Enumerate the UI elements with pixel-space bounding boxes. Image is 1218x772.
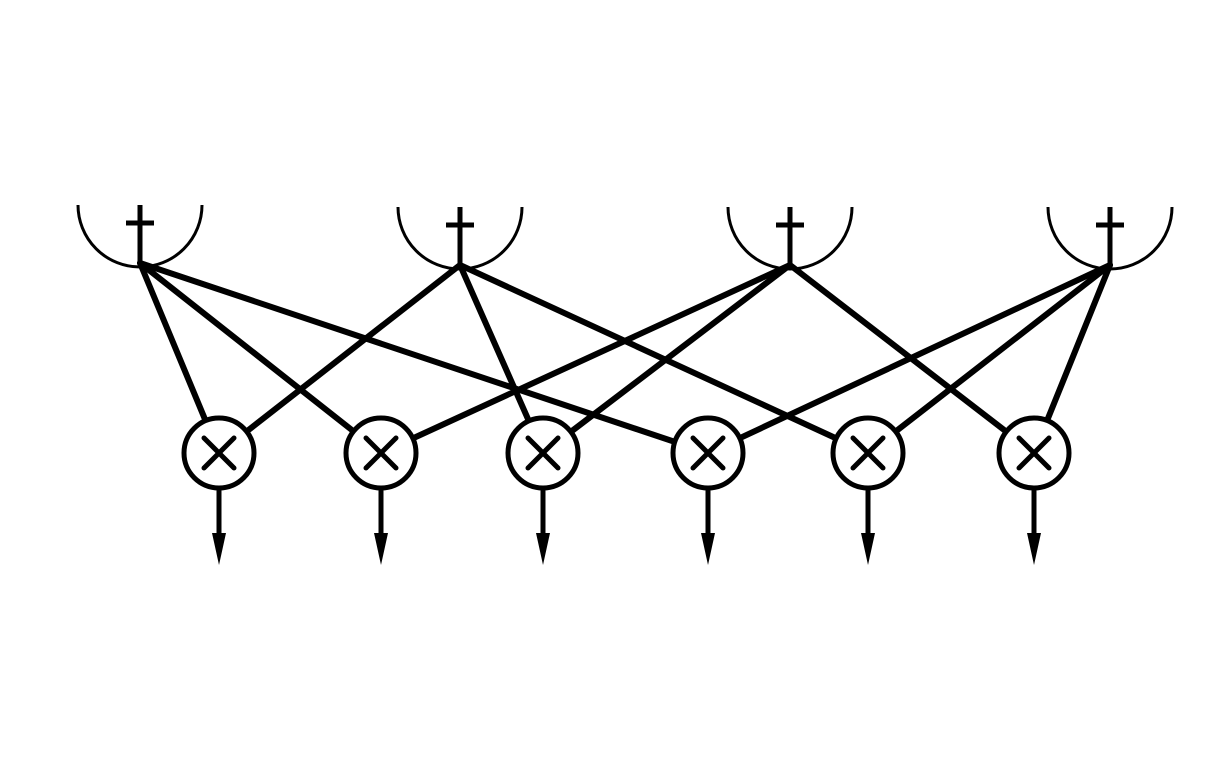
arrow-head <box>861 533 875 565</box>
connection-line-sum-3-prod-3 <box>567 262 793 435</box>
connection-line-sum-3-prod-6 <box>787 262 1010 435</box>
arrow-head <box>1027 533 1041 565</box>
multiply-icon <box>343 415 419 491</box>
plus-icon <box>76 204 204 269</box>
arrow-head <box>536 533 550 565</box>
multiply-icon <box>996 415 1072 491</box>
sum-nodes <box>76 204 1174 271</box>
cross-stroke <box>690 435 726 471</box>
output-arrow-icon <box>374 488 388 565</box>
output-arrows <box>212 488 1041 565</box>
output-arrow-icon <box>861 488 875 565</box>
connection-line-sum-4-prod-6 <box>1044 262 1113 424</box>
cross-stroke <box>363 435 399 471</box>
connection-line-sum-1-prod-4 <box>137 260 678 445</box>
sum-node-arc <box>726 206 854 271</box>
output-arrow-icon <box>212 488 226 565</box>
connection-line-sum-4-prod-4 <box>736 262 1113 442</box>
arrow-head <box>701 533 715 565</box>
plus-icon <box>396 206 524 271</box>
connection-lines <box>137 260 1113 445</box>
multiply-icon <box>830 415 906 491</box>
cross-stroke <box>525 435 561 471</box>
connection-line-sum-4-prod-5 <box>892 262 1113 435</box>
cross-stroke <box>850 435 886 471</box>
sum-node-arc <box>396 206 524 271</box>
connection-line-sum-2-prod-3 <box>457 262 532 424</box>
cross-stroke <box>201 435 237 471</box>
multiply-icon <box>505 415 581 491</box>
sum-node-arc <box>76 204 204 269</box>
output-arrow-icon <box>536 488 550 565</box>
plus-icon <box>726 206 854 271</box>
cross-stroke <box>1016 435 1052 471</box>
arrow-head <box>212 533 226 565</box>
plus-icon <box>1046 206 1174 271</box>
multiply-icon <box>670 415 746 491</box>
output-arrow-icon <box>701 488 715 565</box>
arrow-head <box>374 533 388 565</box>
output-arrow-icon <box>1027 488 1041 565</box>
connection-line-sum-1-prod-2 <box>137 260 357 435</box>
connection-line-sum-2-prod-5 <box>457 262 840 442</box>
connection-line-sum-3-prod-2 <box>409 262 793 442</box>
connection-line-sum-1-prod-1 <box>137 260 209 424</box>
multiply-icon <box>181 415 257 491</box>
sum-node-arc <box>1046 206 1174 271</box>
connection-line-sum-2-prod-1 <box>243 262 463 435</box>
